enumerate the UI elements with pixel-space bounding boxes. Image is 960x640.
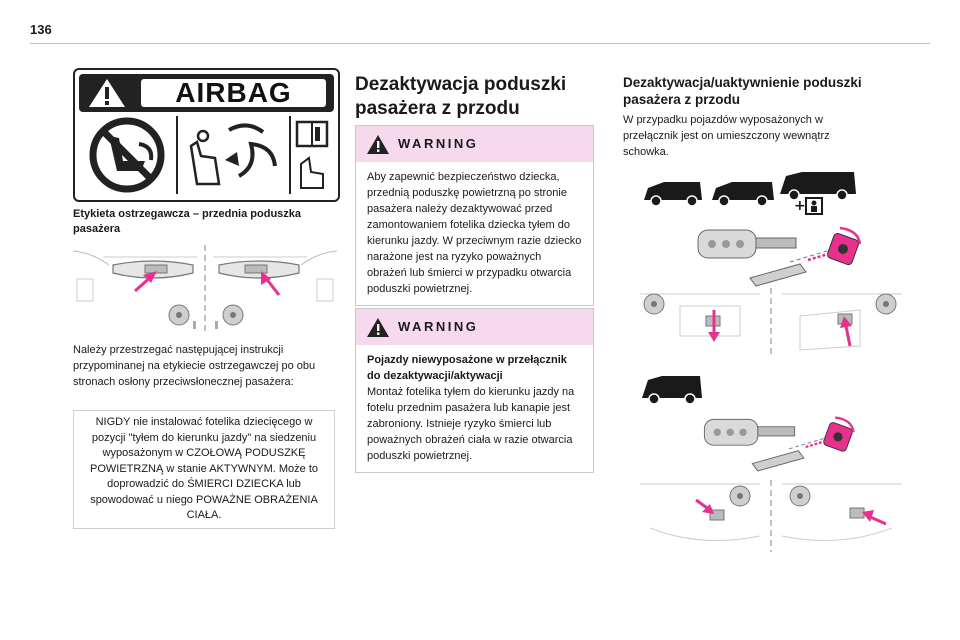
switch-location-text: W przypadku pojazdów wyposażonych w prze… — [623, 114, 830, 158]
glovebox-illustration-2 — [640, 480, 902, 552]
label-caption: Etykieta ostrzegawcza – przednia poduszk… — [73, 208, 302, 235]
arrow-icon — [695, 498, 714, 514]
section-heading: Dezaktywacja poduszki pasażera z przodu — [355, 74, 567, 119]
arrow-icon — [134, 271, 157, 293]
van-icon — [712, 182, 774, 207]
warning-box-2: WARNING Pojazdy niewyposażone w przełącz… — [355, 308, 594, 473]
warning-box-1: WARNING Aby zapewnić bezpieczeństwo dzie… — [355, 125, 594, 306]
danger-notice: NIGDY nie instalować fotelika dziecięceg… — [73, 410, 335, 529]
arrow-icon — [840, 316, 852, 347]
warning-header: WARNING — [356, 309, 593, 345]
arrow-icon — [261, 271, 281, 296]
airbag-warning-label: AIRBAG — [73, 68, 340, 202]
no-rear-facing-seat-icon — [89, 117, 165, 193]
key-switch-illustration-2 — [703, 416, 855, 472]
airbag-switch-icon: + — [794, 197, 823, 215]
warning-title: WARNING — [398, 136, 479, 151]
warning-body-text: Montaż fotelika tyłem do kierunku jazdy … — [367, 386, 575, 462]
warning-title: WARNING — [398, 319, 479, 334]
steering-wheel-icon — [729, 485, 811, 507]
key-switch-illustration — [697, 226, 862, 287]
airbag-deploy-icon — [189, 123, 277, 186]
warning-text: Pojazdy niewyposażone w przełącznik do d… — [356, 345, 593, 472]
airbag-banner: AIRBAG — [79, 74, 334, 112]
arrow-icon — [708, 310, 720, 342]
warning-triangle-icon — [367, 318, 389, 337]
van-icon — [780, 172, 856, 201]
warning-triangle-icon — [367, 135, 389, 154]
instruction-text: Należy przestrzegać następującej instruk… — [73, 344, 316, 388]
warning-triangle-icon — [89, 79, 125, 107]
warning-header: WARNING — [356, 126, 593, 162]
arrow-icon — [862, 510, 887, 526]
glovebox-illustration — [640, 288, 902, 356]
key-icon — [703, 418, 796, 446]
key-icon — [697, 229, 797, 259]
manual-read-icon — [295, 120, 329, 189]
steering-wheel-icon — [168, 304, 244, 326]
van-icon — [642, 376, 702, 405]
header-rule — [30, 43, 930, 44]
airbag-word: AIRBAG — [141, 79, 326, 107]
section-heading-switch: Dezaktywacja/uaktywnienie poduszki pasaż… — [623, 75, 862, 107]
airbag-pictograms — [79, 116, 334, 196]
vehicle-variants-illustration: + — [644, 172, 856, 215]
sun-visor-illustration — [73, 245, 337, 335]
airbag-switch-icon — [823, 422, 853, 452]
van-icon — [644, 182, 702, 207]
steering-wheel-icon — [643, 293, 897, 315]
airbag-switch-icon — [826, 232, 860, 266]
page-number: 136 — [30, 22, 52, 37]
warning-text: Aby zapewnić bezpieczeństwo dziecka, prz… — [367, 171, 582, 295]
warning-bold-text: Pojazdy niewyposażone w przełącznik do d… — [367, 354, 567, 382]
svg-text:+: + — [794, 198, 806, 214]
vehicle-single-illustration — [642, 376, 702, 405]
